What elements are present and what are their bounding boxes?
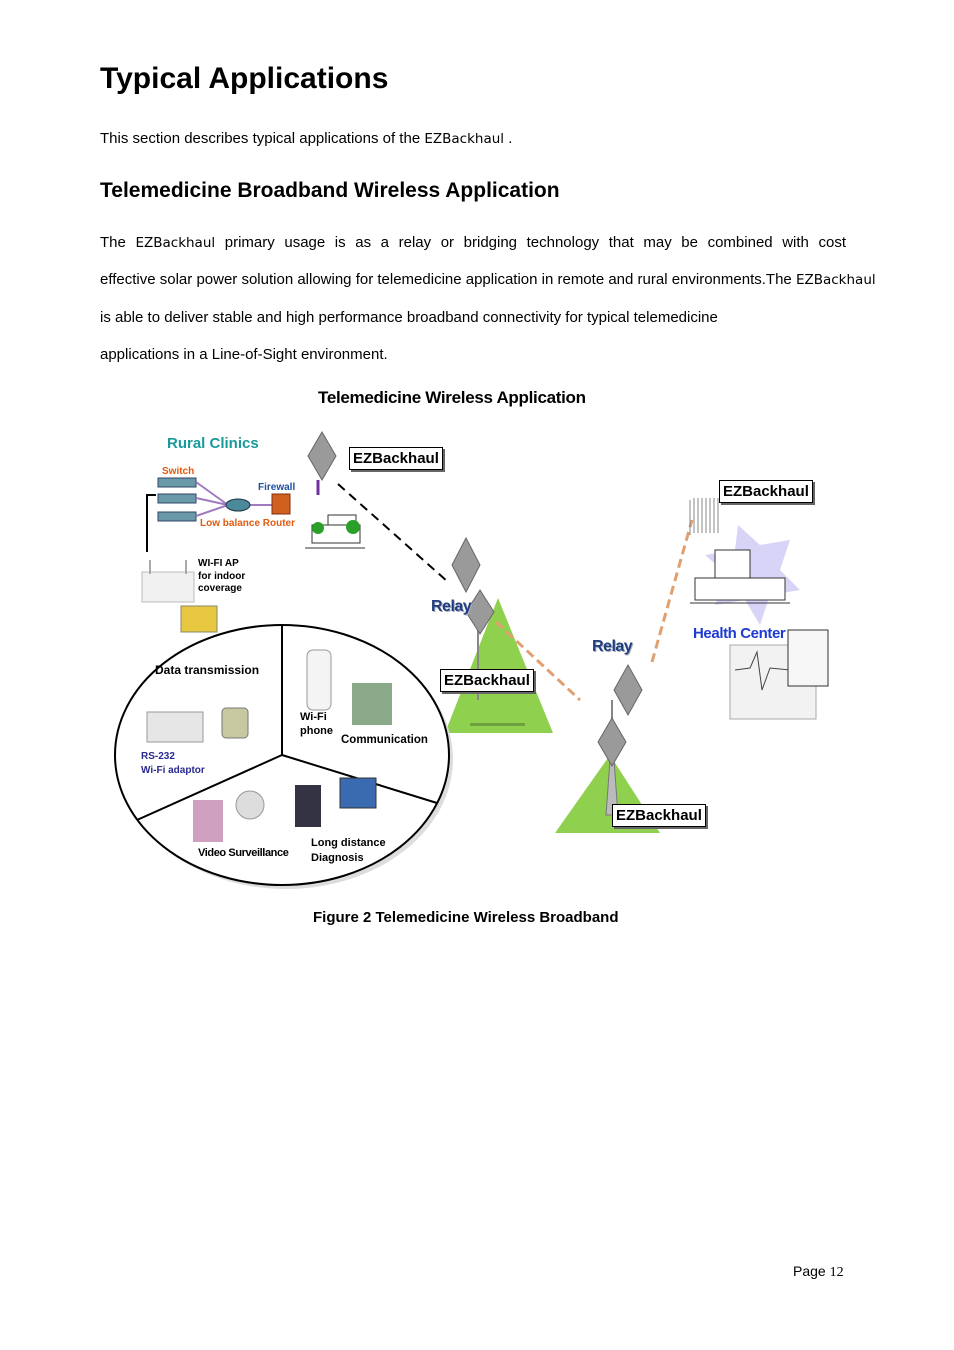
- intro-after: .: [504, 130, 513, 147]
- wifi-ap-line: for indoor: [198, 570, 246, 582]
- wifi-adaptor-label: Wi-Fi adaptor: [141, 765, 205, 776]
- computer-icon: [339, 777, 377, 809]
- data-transmission-label: Data transmission: [155, 663, 260, 677]
- health-center-label: Health Center: [693, 625, 786, 642]
- paragraph-line-3: is able to deliver stable and high perfo…: [100, 309, 718, 326]
- section-title: Telemedicine Broadband Wireless Applicat…: [100, 179, 560, 202]
- long-distance-line: Diagnosis: [311, 852, 364, 864]
- ezbackhaul-box-relay-1: EZBackhaul: [440, 669, 534, 692]
- wifi-signal-icon: [180, 605, 218, 633]
- long-distance-line: Long distance: [311, 837, 386, 849]
- wifi-phone-icon: [306, 649, 332, 711]
- long-distance-label: Long distance Diagnosis: [311, 836, 386, 866]
- video-surveillance-label: Video Surveillance: [198, 847, 289, 859]
- wifi-ap-line: WI-FI AP: [198, 558, 239, 569]
- wifi-phone-label: Wi-Fi phone: [300, 710, 333, 738]
- wifi-ap-label: WI-FI AP for indoor coverage: [198, 558, 245, 596]
- figure-title-a: Telemedicine: [318, 388, 426, 407]
- figure-caption: Figure 2 Telemedicine Wireless Broadband: [313, 909, 619, 926]
- link-relay-health: [650, 519, 694, 663]
- wifi-ap-line: coverage: [198, 583, 242, 594]
- figure-title-b: Wireless Application: [425, 388, 586, 407]
- mountain-middle: [445, 598, 553, 733]
- health-doctor-icon: [787, 629, 829, 687]
- rural-clinics-label: Rural Clinics: [167, 435, 259, 452]
- paragraph-line-2: effective solar power solution allowing …: [100, 271, 876, 288]
- switch-label: Switch: [162, 466, 195, 477]
- paragraph-line-1: The EZBackhaul primary usage is as a rel…: [100, 234, 846, 251]
- rs232-adaptor-icon: [146, 711, 204, 743]
- wifi-ap-icon: [141, 571, 195, 603]
- link-clinic-relay: [337, 483, 449, 583]
- intro-text: This section describes typical applicati…: [100, 130, 512, 147]
- para-product: EZBackhaul: [795, 272, 876, 288]
- intro-before: This section describes typical applicati…: [100, 130, 425, 147]
- antenna-relay-2b: [597, 717, 627, 767]
- doctors-icon: [352, 683, 392, 725]
- wifi-phone-line: phone: [300, 725, 333, 737]
- antenna-relay-1a: [451, 536, 481, 594]
- relay-label-2: Relay: [592, 638, 633, 655]
- clinic-icon: [305, 514, 365, 549]
- ezbackhaul-box-health: EZBackhaul: [719, 480, 813, 503]
- doctor-icon: [295, 785, 321, 827]
- health-antenna-grid: [689, 498, 719, 535]
- paragraph-line-4: applications in a Line-of-Sight environm…: [100, 346, 388, 363]
- router-icon: [225, 498, 251, 512]
- camera-icon: [235, 790, 265, 820]
- para-product: EZBackhaul: [135, 235, 216, 251]
- para-text: The: [100, 234, 136, 251]
- rs232-label: RS-232: [141, 751, 175, 762]
- communication-label: Communication: [341, 734, 428, 746]
- router-label: Low balance Router: [200, 518, 296, 529]
- wifi-phone-line: Wi-Fi: [300, 711, 327, 723]
- firewall-icon: [271, 493, 291, 515]
- relay-label-1: Relay: [431, 598, 472, 615]
- ezbackhaul-box-relay-2: EZBackhaul: [612, 804, 706, 827]
- ezbackhaul-box-clinic: EZBackhaul: [349, 447, 443, 470]
- page-label: Page: [793, 1263, 830, 1279]
- figure-title: Telemedicine Wireless Application: [318, 388, 586, 408]
- patient-icon: [193, 800, 223, 842]
- page-number-value: 12: [829, 1265, 844, 1280]
- page-number: Page 12: [793, 1263, 844, 1281]
- page-title: Typical Applications: [100, 62, 389, 95]
- para-text: effective solar power solution allowing …: [100, 271, 796, 288]
- switch-stack: [157, 477, 197, 522]
- antenna-relay-2a: [613, 663, 643, 717]
- para-text: primary usage is as a relay or bridging …: [215, 234, 846, 251]
- link-relay-relay: [494, 620, 582, 702]
- hospital-icon: [690, 549, 790, 604]
- antenna-clinic: [307, 431, 337, 481]
- antenna-relay-1b: [465, 589, 495, 635]
- firewall-label: Firewall: [258, 482, 296, 493]
- intro-product: EZBackhaul: [424, 131, 505, 147]
- sensor-icon: [221, 707, 249, 739]
